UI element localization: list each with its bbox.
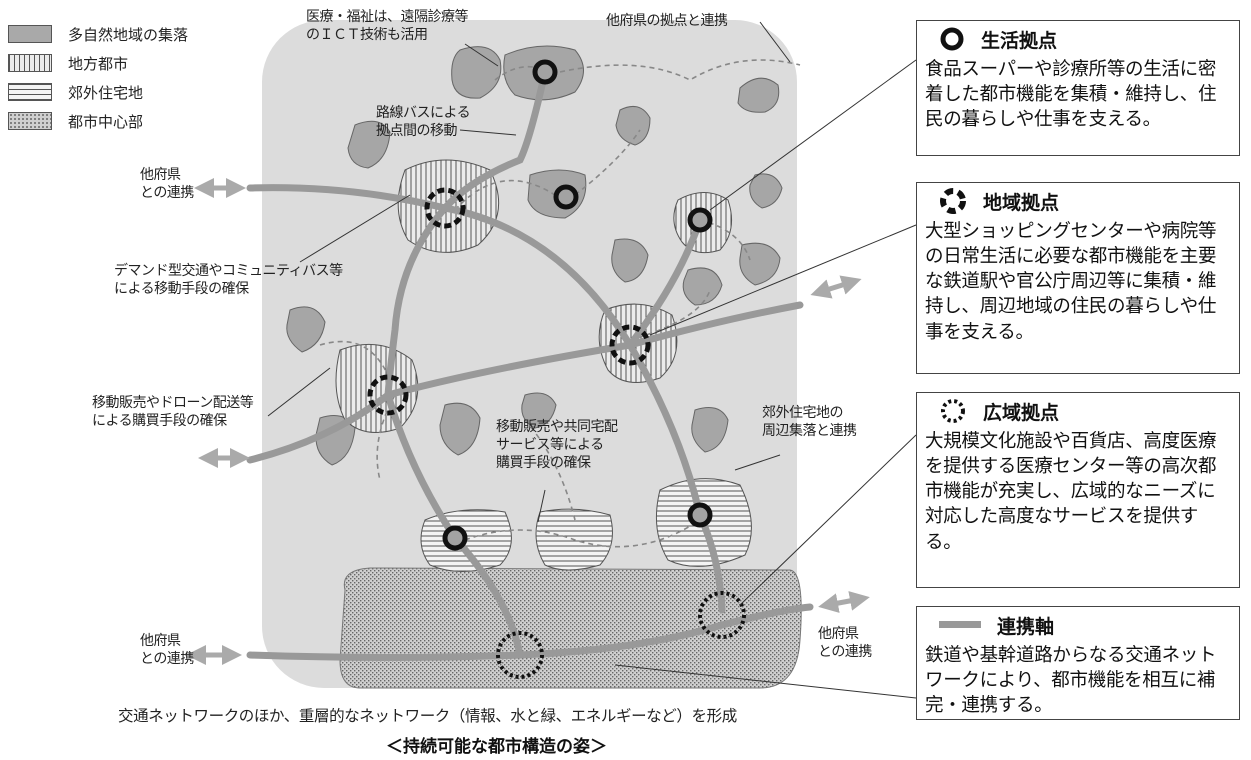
infobox-head: 地域拠点: [917, 183, 1239, 219]
annotation-other-pref-bottom-left: 他府県 との連携: [140, 633, 194, 668]
link-axis-icon: [939, 621, 981, 628]
legend-swatch-gray: [8, 25, 52, 43]
double-arrow-right-top: [810, 275, 862, 299]
infobox-title: 連携軸: [997, 615, 1055, 638]
life-hub: [442, 525, 468, 551]
wide-area-hub: [496, 631, 544, 679]
regional-hub-markers: [367, 187, 651, 416]
infobox-head: 連携軸: [917, 607, 1239, 643]
infobox-head: 広域拠点: [917, 393, 1239, 429]
settlement: [286, 306, 326, 353]
leader-line: [267, 367, 331, 417]
legend-label: 地方都市: [68, 54, 129, 73]
legend-label: 都市中心部: [68, 112, 144, 131]
regional-hub: [424, 187, 466, 229]
dashed-link: [629, 289, 711, 341]
annotation-other-pref-bottom-right: 他府県 との連携: [818, 626, 872, 661]
dashed-link: [574, 129, 641, 196]
leader-line: [739, 434, 917, 606]
annotation-route-bus: 路線バスによる 拠点間の移動: [376, 105, 471, 140]
leader-line: [759, 21, 791, 63]
life-hub: [532, 59, 558, 85]
settlement: [691, 407, 729, 453]
infobox-body: 食品スーパーや診療所等の生活に密着した都市機能を集積・維持し、住民の暮らしや仕事…: [925, 59, 1217, 131]
legend-swatch-hstripe: [8, 83, 52, 101]
annotation-mobile-shared: 移動販売や共同宅配 サービス等による 購買手段の確保: [496, 419, 618, 472]
dashed-link: [454, 179, 556, 211]
infobox-life-hub: 生活拠点 食品スーパーや診療所等の生活に密着した都市機能を集積・維持し、住民の暮…: [916, 20, 1240, 156]
dashed-link: [319, 340, 391, 381]
wide-area-hub-icon: [941, 399, 965, 423]
double-arrow-right-bottom: [818, 591, 870, 613]
bottom-note: 交通ネットワークのほか、重層的なネットワーク（情報、水と緑、エネルギーなど）を形…: [118, 707, 737, 725]
annotation-demand: デマンド型交通やコミュニティバス等 による移動手段の確保: [114, 263, 343, 298]
settlement: [739, 242, 781, 286]
link-axis: [384, 204, 449, 399]
legend-label: 郊外住宅地: [68, 83, 144, 102]
regional-hub: [367, 374, 409, 416]
life-hub-icon: [940, 27, 964, 51]
annotation-other-pref-top: 他府県の拠点と連携: [606, 13, 728, 29]
infobox-link-axis: 連携軸 鉄道や基幹道路からなる交通ネットワークにより、都市機能を相互に補完・連携…: [916, 606, 1240, 720]
legend-item-settlement: 多自然地域の集落: [8, 22, 188, 46]
dashed-link: [559, 59, 801, 81]
infobox-body: 大規模文化施設や百貨店、高度医療を提供する医療センター等の高次都市機能が充実し、…: [925, 431, 1217, 553]
settlement: [749, 173, 783, 209]
settlement: [737, 77, 780, 113]
leader-line: [459, 129, 517, 136]
legend-item-suburb: 郊外住宅地: [8, 80, 143, 104]
infobox-body: 大型ショッピングセンターや病院等の日常生活に必要な都市機能を主要な鉄道駅や官公庁…: [925, 221, 1217, 343]
regional-hub: [609, 324, 651, 366]
annotation-mobile-drone: 移動販売やドローン配送等 による購買手段の確保: [92, 395, 254, 430]
wide-area-hub: [698, 591, 746, 639]
legend-label: 多自然地域の集落: [68, 25, 189, 44]
legend-item-local-city: 地方都市: [8, 51, 128, 75]
link-axis: [626, 216, 704, 349]
infobox-wide-area-hub: 広域拠点 大規模文化施設や百貨店、高度医療を提供する医療センター等の高次都市機能…: [916, 392, 1240, 588]
dashed-link: [524, 419, 576, 521]
diagram-title: ＜持続可能な都市構造の姿＞: [386, 737, 607, 757]
legend-swatch-vstripe: [8, 54, 52, 72]
regional-hub-icon: [940, 188, 966, 214]
life-hub: [687, 502, 713, 528]
life-hub-markers: [442, 59, 713, 551]
infobox-head: 生活拠点: [917, 21, 1239, 57]
leader-line: [464, 43, 499, 67]
dashed-link: [464, 519, 701, 548]
settlement: [315, 415, 356, 466]
wide-area-hub-markers: [496, 591, 746, 679]
life-hub: [553, 184, 579, 210]
link-axis: [246, 301, 804, 464]
link-axis: [441, 68, 549, 212]
infobox-body: 鉄道や基幹道路からなる交通ネットワークにより、都市機能を相互に補完・連携する。: [925, 645, 1217, 717]
settlement: [347, 120, 391, 169]
infobox-title: 広域拠点: [983, 401, 1060, 424]
urban-core-area: [339, 567, 802, 689]
infobox-title: 生活拠点: [981, 29, 1058, 52]
leader-line: [614, 664, 917, 699]
leader-line: [709, 59, 917, 211]
annotation-medical: 医療・福祉は、遠隔診療等 のＩＣＴ技術も活用: [306, 9, 469, 44]
annotation-other-pref-left: 他府県 との連携: [140, 167, 194, 202]
settlement: [615, 105, 651, 146]
settlement: [439, 402, 481, 456]
settlement: [682, 267, 723, 306]
legend-swatch-dots: [8, 112, 52, 130]
settlement: [611, 238, 649, 283]
leader-line: [734, 454, 781, 471]
link-axis: [246, 603, 814, 661]
infobox-regional-hub: 地域拠点 大型ショッピングセンターや病院等の日常生活に必要な都市機能を主要な鉄道…: [916, 182, 1240, 374]
settlement: [521, 392, 557, 429]
leader-line: [649, 224, 917, 336]
legend-item-urban-core: 都市中心部: [8, 109, 143, 133]
infobox-title: 地域拠点: [983, 191, 1060, 214]
annotation-suburb: 郊外住宅地の 周辺集落と連携: [762, 405, 857, 440]
leader-line: [299, 194, 411, 263]
life-hub: [687, 207, 713, 233]
leader-line: [537, 489, 546, 523]
link-axis: [626, 341, 726, 614]
